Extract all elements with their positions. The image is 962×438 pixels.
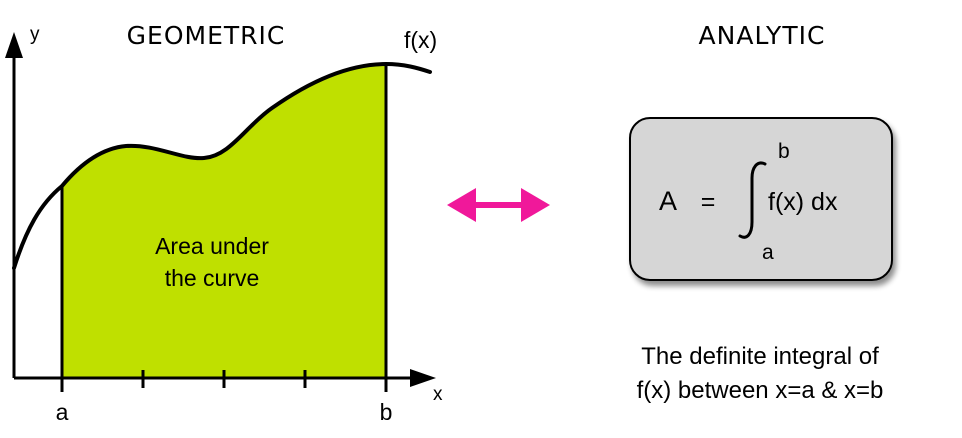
analytic-heading: ANALYTIC	[699, 21, 826, 50]
geometric-heading: GEOMETRIC	[127, 21, 286, 50]
caption-line1: The definite integral of	[641, 343, 879, 370]
formula-equals: =	[701, 188, 716, 216]
formula-upper-limit: b	[778, 140, 790, 163]
caption-line2: f(x) between x=a & x=b	[637, 377, 884, 404]
y-axis-label: y	[30, 24, 40, 45]
area-under-curve	[62, 64, 386, 378]
lower-bound-label: a	[56, 399, 69, 425]
area-label-line1: Area under	[155, 233, 269, 259]
arrowhead-left	[447, 188, 476, 222]
upper-bound-label: b	[380, 399, 393, 425]
formula-integrand: f(x) dx	[768, 188, 838, 216]
x-axis-label: x	[433, 384, 443, 405]
function-label: f(x)	[404, 27, 437, 53]
formula-lower-limit: a	[762, 241, 774, 264]
y-axis-arrowhead	[5, 32, 23, 58]
analytic-panel: ANALYTIC A = b a f(x) dx The definite in…	[629, 21, 893, 404]
area-label-line2: the curve	[165, 265, 260, 291]
formula-lhs: A	[659, 186, 677, 216]
equivalence-arrow	[447, 188, 550, 222]
function-curve	[12, 61, 432, 270]
x-axis-arrowhead	[410, 369, 436, 387]
arrowhead-right	[521, 188, 550, 222]
integral-sign-icon	[738, 161, 767, 239]
geometric-panel: GEOMETRIC y x f(x) Area under the curve …	[5, 21, 443, 425]
formula-box	[629, 117, 893, 281]
